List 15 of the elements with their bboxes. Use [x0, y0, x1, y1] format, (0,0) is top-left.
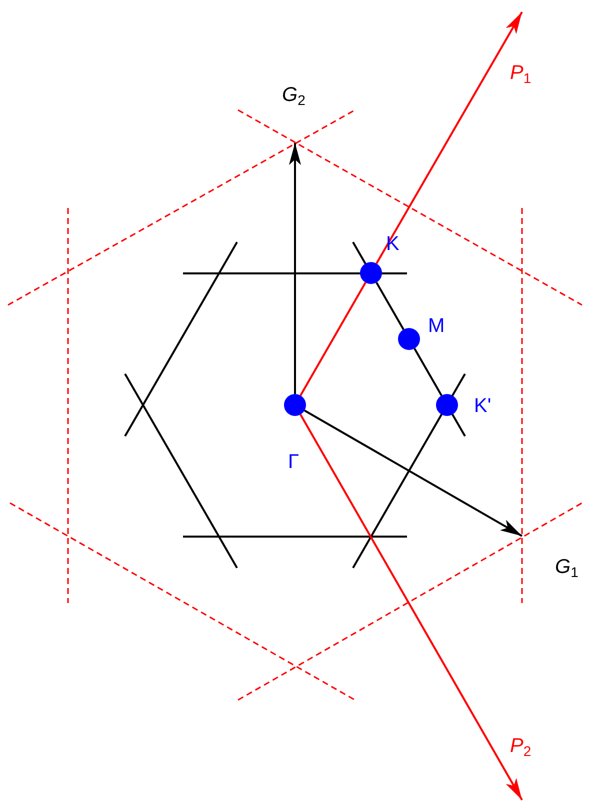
point-marker — [398, 328, 420, 350]
point-label: Γ — [288, 452, 300, 472]
point-label: K' — [474, 396, 492, 416]
arrow — [288, 143, 302, 394]
point-label: M — [428, 316, 445, 336]
arrow — [376, 12, 523, 264]
arrow — [300, 414, 523, 800]
arrow — [304, 410, 522, 537]
connector-line — [414, 348, 442, 396]
connector-line — [376, 282, 404, 330]
point-marker — [284, 394, 306, 416]
connector-line — [300, 282, 366, 396]
point-marker — [360, 262, 382, 284]
point-marker — [436, 394, 458, 416]
point-label: K — [386, 234, 400, 254]
